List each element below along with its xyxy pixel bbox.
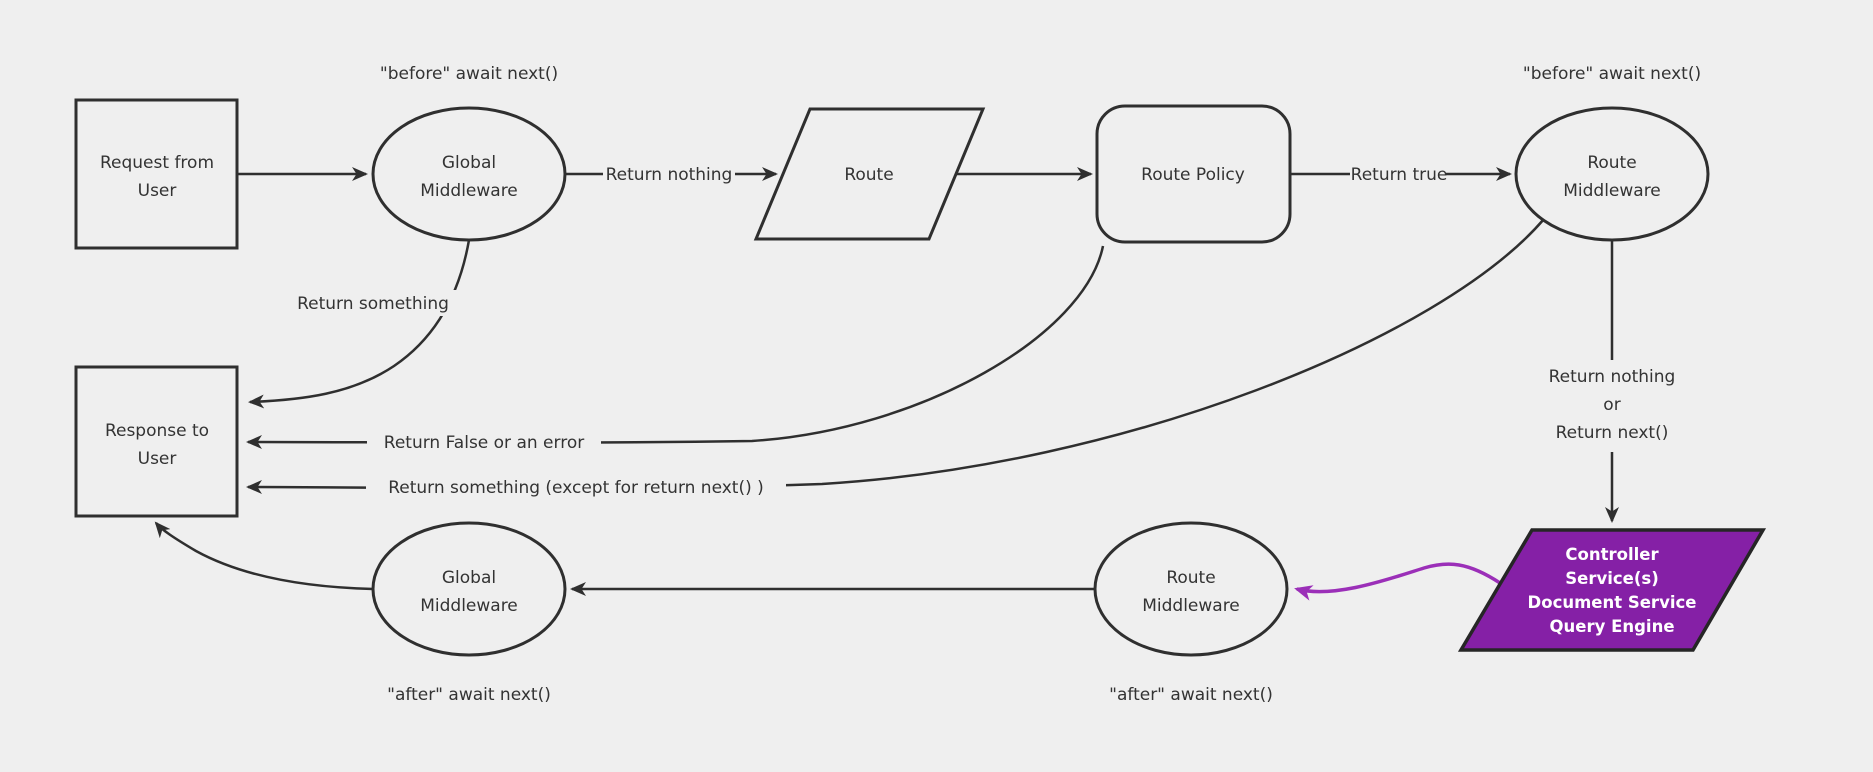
- annotation-after-route: "after" await next(): [1109, 685, 1273, 705]
- edge-label-to-controller-line3: Return next(): [1556, 423, 1669, 443]
- edge-controller-to-route-middleware: [1294, 562, 1501, 601]
- node-label: Service(s): [1565, 569, 1659, 588]
- node-label: Middleware: [1142, 596, 1240, 616]
- node-label: Middleware: [420, 181, 518, 201]
- node-label: Route Policy: [1141, 165, 1245, 185]
- node-response-to-user: Response to User: [74, 365, 239, 518]
- node-label: User: [138, 181, 177, 201]
- halo: [367, 429, 601, 455]
- annotation-after-global: "after" await next(): [387, 685, 551, 705]
- node-route-middleware-bottom: Route Middleware: [1093, 521, 1289, 657]
- node-route-policy: Route Policy: [1095, 104, 1292, 244]
- node-global-middleware-top: Global Middleware: [371, 106, 567, 242]
- node-label: Global: [442, 568, 496, 588]
- edge-label-return-nothing: Return nothing: [606, 165, 733, 185]
- node-label: Route: [1166, 568, 1215, 588]
- edge-label-return-false: Return False or an error: [384, 433, 584, 453]
- node-label: Middleware: [420, 596, 518, 616]
- node-label: Document Service: [1528, 593, 1697, 612]
- edge-label-to-controller-line1: Return nothing: [1549, 367, 1676, 387]
- node-label: Middleware: [1563, 181, 1661, 201]
- node-request-from-user: Request from User: [74, 98, 239, 250]
- edge-label-return-true: Return true: [1351, 165, 1448, 185]
- node-route: Route: [753, 107, 986, 241]
- node-label: Controller: [1565, 545, 1659, 564]
- halo: [603, 161, 735, 187]
- node-global-middleware-bottom: Global Middleware: [371, 521, 567, 657]
- node-label: Global: [442, 153, 496, 173]
- edge-label-return-something-except: Return something (except for return next…: [388, 478, 764, 498]
- edge-route-policy-to-response: [246, 245, 1105, 450]
- node-label: Query Engine: [1549, 617, 1674, 636]
- halo: [1350, 161, 1446, 187]
- edge-label-return-something: Return something: [297, 294, 449, 314]
- annotation-before-global: "before" await next(): [380, 64, 558, 84]
- nodes: Request from User Global Middleware Rout…: [74, 98, 1767, 657]
- node-route-middleware-top: Route Middleware: [1514, 106, 1710, 242]
- edge-labels: Return nothing Return true Return someth…: [283, 161, 1692, 500]
- node-label: Route: [1587, 153, 1636, 173]
- annotation-before-route: "before" await next(): [1523, 64, 1701, 84]
- halo: [366, 474, 786, 500]
- node-controller-services: Controller Service(s) Document Service Q…: [1457, 528, 1767, 652]
- node-label: User: [138, 449, 177, 469]
- edge-global-middleware-to-response-up: [154, 521, 374, 591]
- node-label: Route: [844, 165, 893, 185]
- edge-global-middleware-to-response: [248, 239, 471, 409]
- annotations: "before" await next() "before" await nex…: [380, 64, 1701, 705]
- node-label: Response to: [105, 421, 209, 441]
- halo: [283, 290, 463, 316]
- edge-label-to-controller-line2: or: [1603, 395, 1620, 415]
- halo: [1532, 360, 1692, 452]
- node-label: Request from: [100, 153, 214, 173]
